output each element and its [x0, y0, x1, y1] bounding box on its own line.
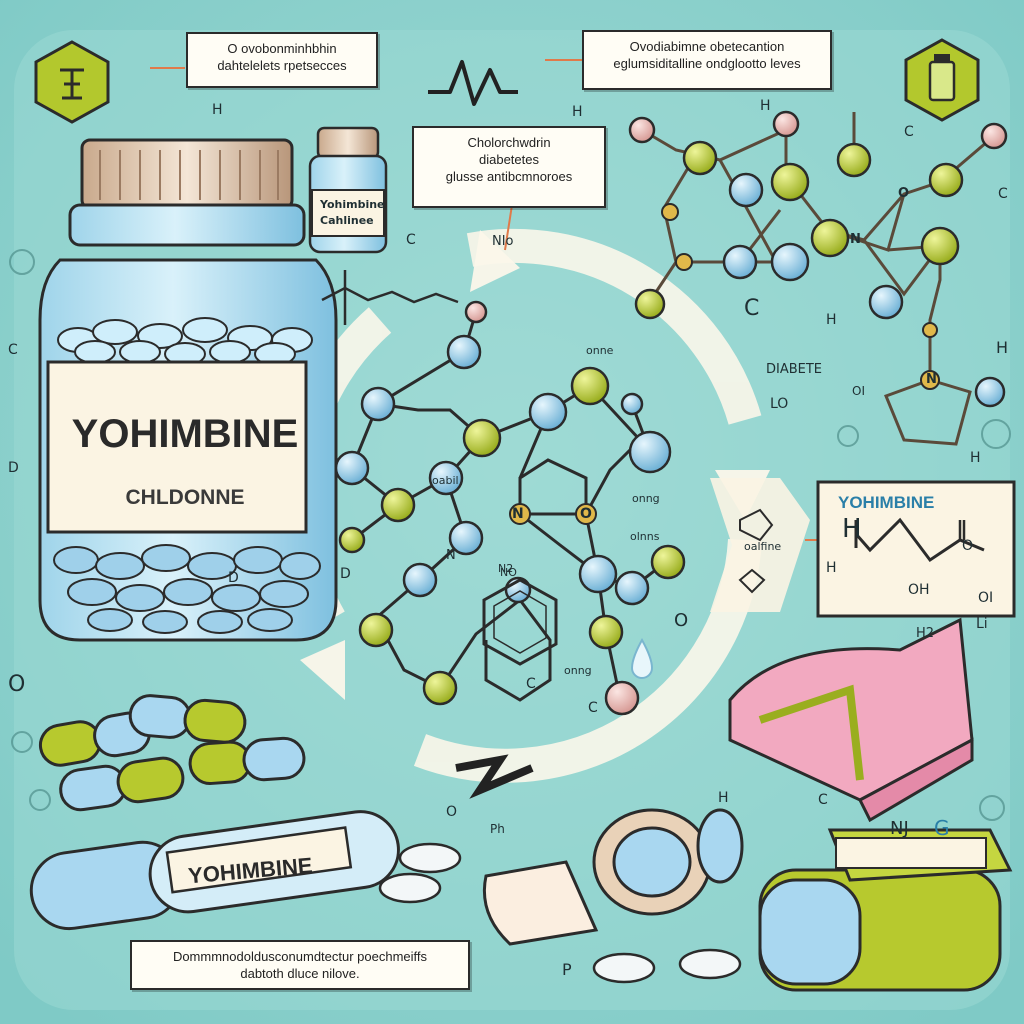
floating-glyph: C	[406, 232, 416, 248]
vial-label-line: Yohimbine	[320, 198, 385, 211]
droplet-icon	[630, 637, 654, 679]
open-capsule	[482, 808, 744, 946]
top-left-callout: O ovobonminhbhin dahtelelets rpetsecces	[186, 32, 378, 88]
pulse-wave-icon	[428, 60, 518, 106]
top-right-molecule-atoms	[628, 110, 1008, 408]
center-callout: Cholorchwdrin diabetetes glusse antibcmn…	[412, 126, 606, 208]
molecule-annotation: N	[926, 372, 937, 387]
floating-glyph: D	[340, 566, 351, 582]
lightning-bolt-icon	[455, 754, 534, 799]
floating-glyph: Li	[976, 616, 988, 632]
floating-glyph: H	[718, 790, 729, 806]
molecule-annotation: olnns	[630, 530, 660, 543]
callout-line: dahtelelets rpetsecces	[217, 58, 347, 73]
side-formula-panel	[816, 480, 1016, 618]
floating-glyph: O	[674, 610, 689, 631]
floating-glyph: H	[212, 102, 223, 118]
callout-line: Cholorchwdrin	[467, 135, 551, 150]
capsule-big	[29, 810, 400, 931]
floating-glyph: N2	[498, 562, 514, 575]
floating-glyph: C	[904, 124, 914, 140]
callout-line: Dommmnodoldusconumdtectur poechmeiffs	[172, 949, 428, 964]
center-molecule-atoms	[334, 300, 686, 716]
floating-glyph: H	[572, 104, 583, 120]
molecule-badge-icon	[34, 40, 110, 124]
molecule-annotation: onne	[586, 344, 614, 357]
floating-glyph: H	[826, 312, 837, 328]
floating-glyph: NO	[500, 566, 517, 579]
bottle-title: YOHIMBINE	[71, 412, 299, 456]
molecule-annotation: O	[898, 186, 910, 201]
floating-glyph: LO	[770, 396, 789, 412]
molecule-annotation: onng	[632, 492, 660, 505]
floating-glyph: O	[446, 804, 458, 820]
floating-glyph: G	[934, 816, 950, 840]
floating-glyph: H	[970, 450, 981, 466]
molecule-annotation: oalfine	[744, 540, 782, 553]
bottle-badge-icon	[904, 38, 980, 122]
molecule-annotation: O	[580, 506, 592, 522]
floating-glyph: H	[996, 338, 1009, 357]
floating-glyph: H	[760, 98, 771, 114]
floating-glyph: C	[818, 792, 828, 808]
benzene-ring	[482, 578, 558, 666]
callout-line: eglumsiditalline ondglootto leves	[613, 56, 801, 71]
floating-glyph: H	[826, 560, 837, 576]
floating-glyph: NJ	[890, 818, 909, 839]
decorative-rings	[9, 249, 1011, 821]
mini-molecule-tag	[710, 478, 810, 612]
floating-glyph: C	[588, 700, 598, 716]
capsule-chain	[38, 694, 306, 812]
floating-glyph: H2	[916, 626, 935, 641]
callout-line: Ovodiabimne obetecantion	[629, 39, 785, 54]
molecule-annotation: N	[512, 506, 524, 522]
molecule-annotation: oabil	[432, 474, 459, 487]
callout-line: O ovobonminhbhin	[227, 41, 337, 56]
side-panel-title: YOHIMBINE	[838, 493, 935, 512]
callout-line: dabtoth dluce nilove.	[240, 966, 360, 981]
molecule-annotation: onng	[564, 664, 592, 677]
molecule-annotation: N	[850, 232, 861, 247]
top-right-callout: Ovodiabimne obetecantion eglumsiditallin…	[582, 30, 832, 90]
floating-glyph: P	[562, 960, 572, 979]
vial-label-line: Cahlinee	[320, 214, 374, 227]
tablets	[378, 842, 742, 984]
small-vial	[308, 126, 388, 254]
callout-line: glusse antibcmnoroes	[445, 169, 573, 184]
floating-glyph: D	[228, 570, 239, 586]
formula-oi: OI	[978, 590, 994, 606]
bottle-subtitle: CHLDONNE	[125, 486, 245, 509]
formula-o: O	[962, 538, 974, 554]
floating-glyph: C	[998, 186, 1008, 202]
floating-glyph: C	[744, 296, 760, 321]
molecule-annotation: OI	[852, 384, 865, 398]
floating-glyph: O	[8, 672, 26, 697]
floating-glyph: D	[8, 460, 19, 476]
callout-line: diabetetes	[479, 152, 539, 167]
tissue-sample	[728, 617, 974, 823]
floating-glyph: N	[446, 548, 456, 563]
center-small-tag: NIo	[492, 234, 514, 249]
bottom-callout: Dommmnodoldusconumdtectur poechmeiffs da…	[130, 940, 470, 990]
medicine-bottle	[38, 138, 338, 642]
formula-h: H	[842, 514, 862, 544]
capsule-box	[758, 828, 1013, 992]
diabetes-tag: DIABETE	[766, 362, 823, 377]
floating-glyph: C	[526, 676, 536, 692]
floating-glyph: Ph	[490, 822, 505, 836]
formula-oh: OH	[908, 582, 930, 598]
floating-glyph: C	[8, 342, 18, 358]
